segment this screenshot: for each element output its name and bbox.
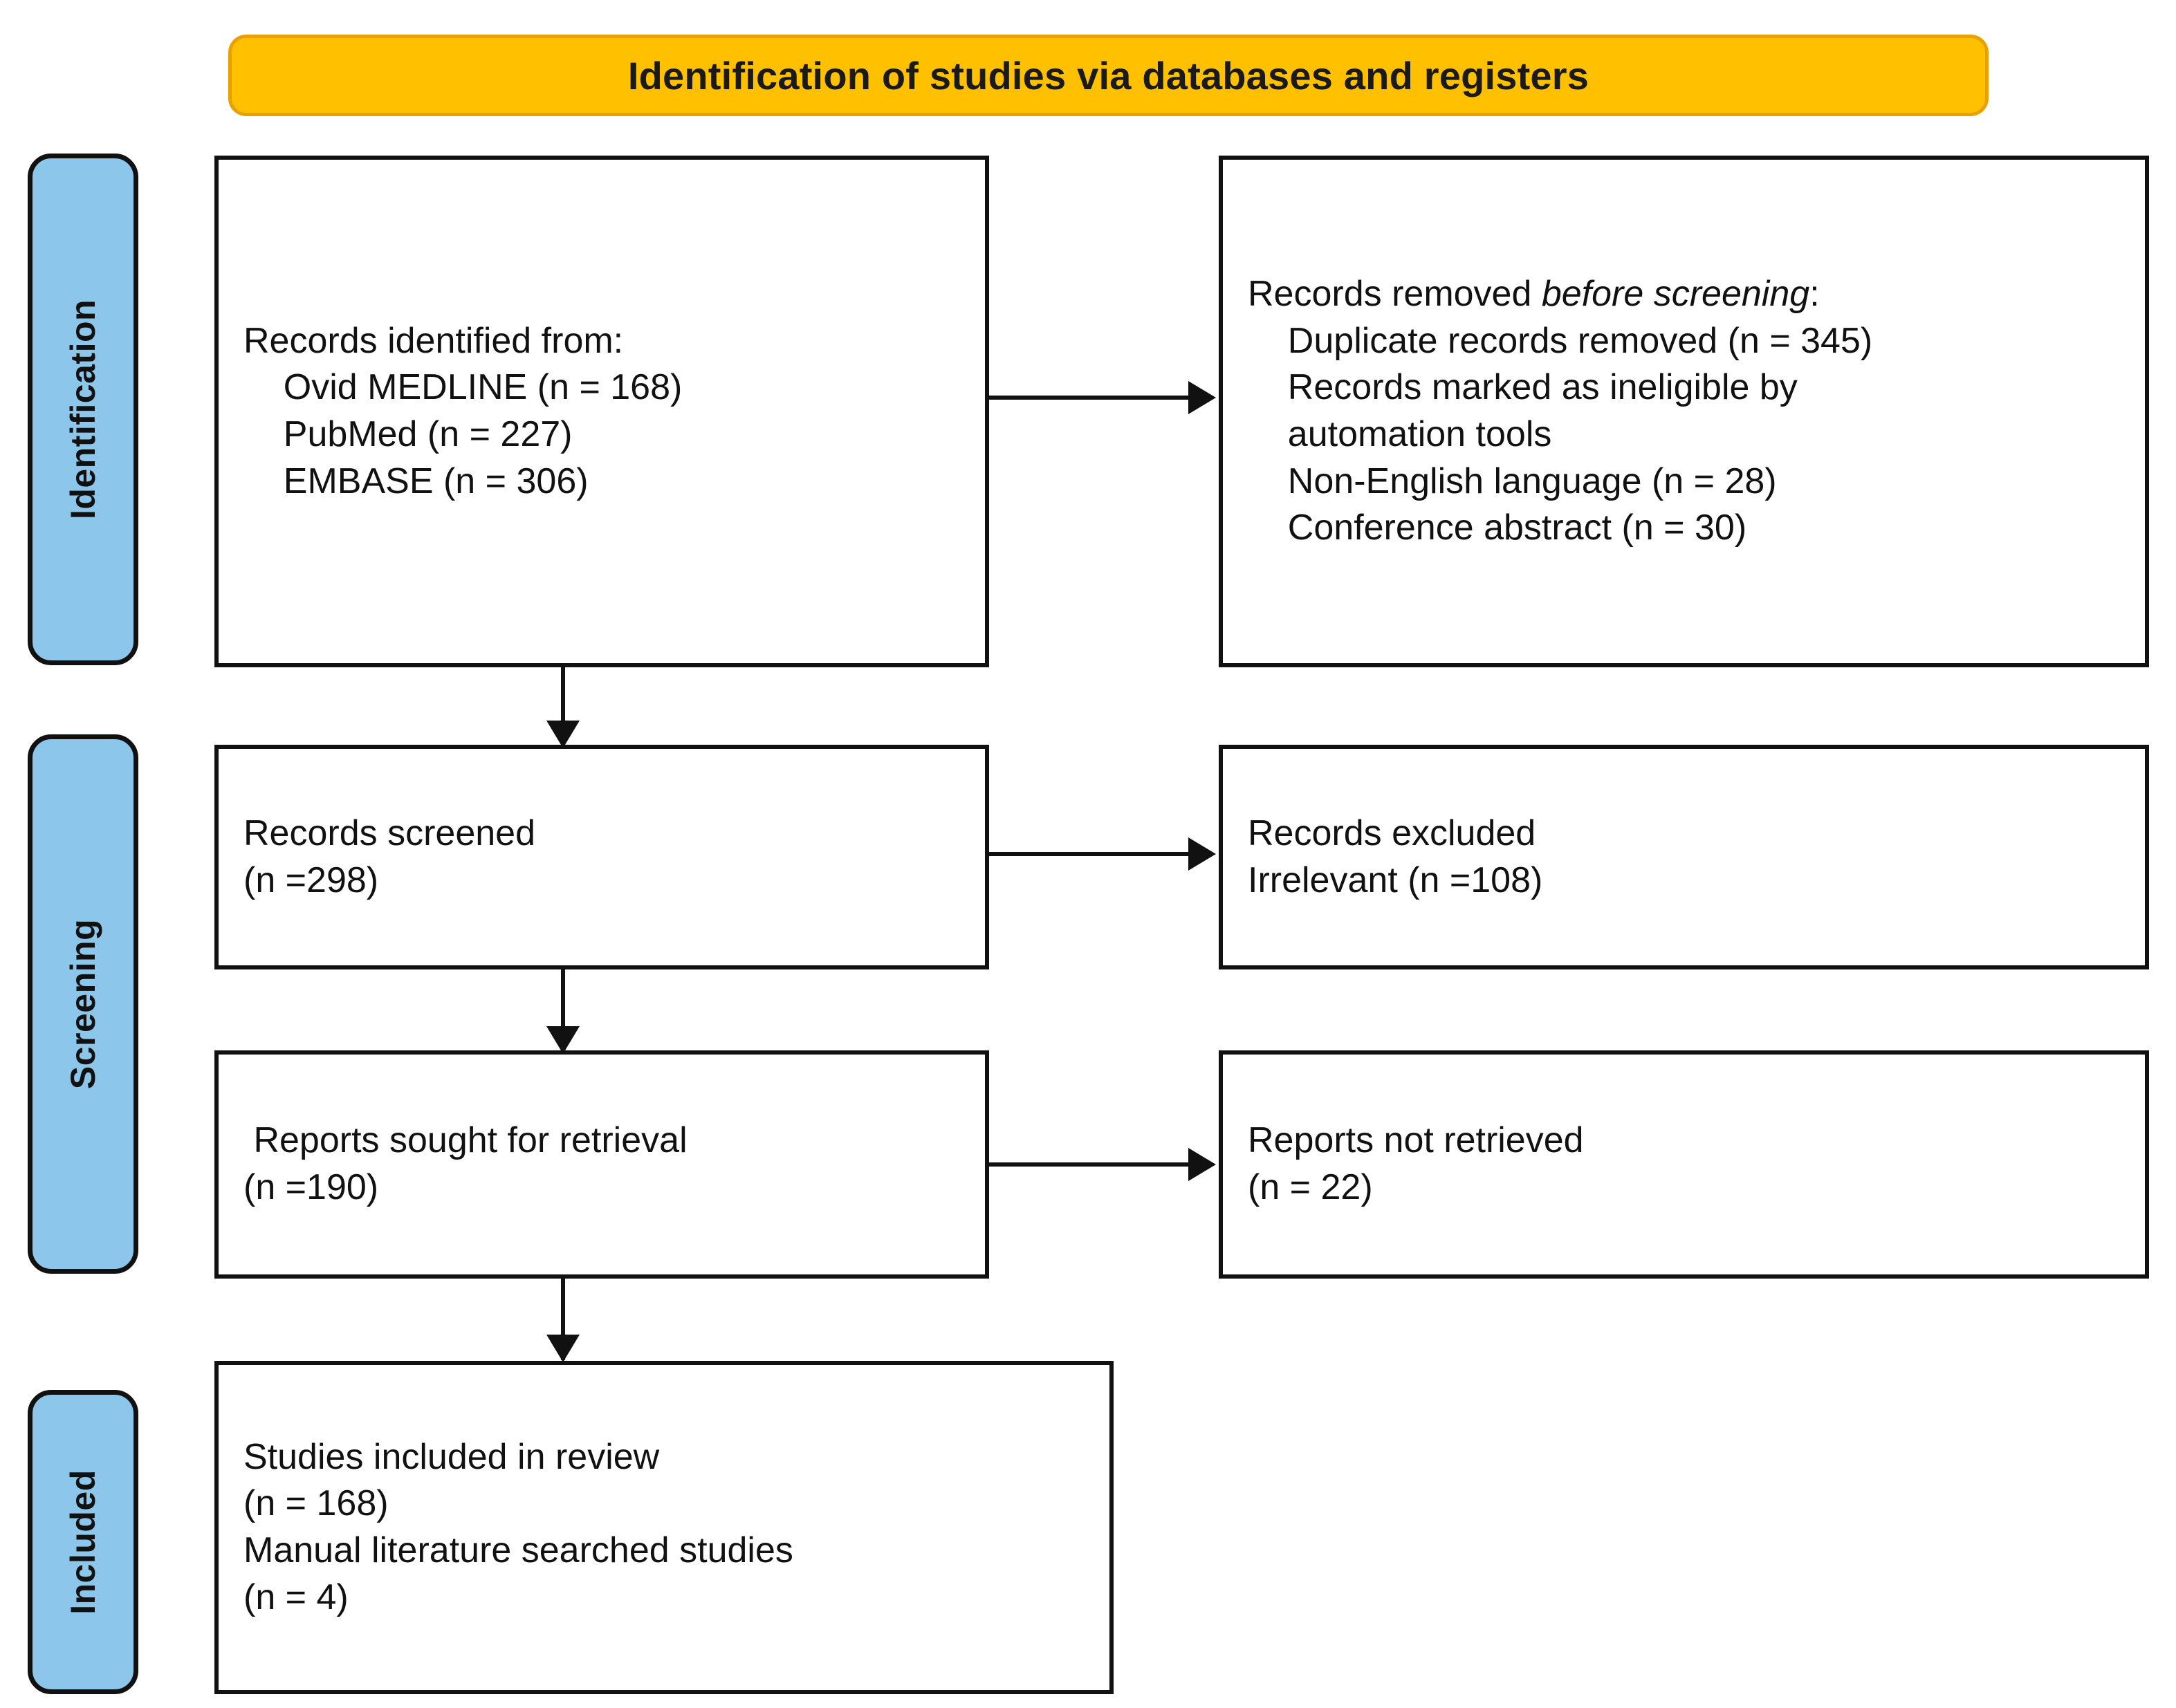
diagram-header-banner: Identification of studies via databases … <box>228 35 1989 116</box>
stage-tab-included: Included <box>28 1390 138 1694</box>
studies-included-text: Studies included in review (n = 168) Man… <box>243 1436 793 1617</box>
box-reports-not-retrieved: Reports not retrieved (n = 22) <box>1219 1050 2149 1279</box>
connector-identified-to-screened <box>561 666 565 749</box>
box-reports-sought: Reports sought for retrieval (n =190) <box>214 1050 989 1279</box>
page-title: Identification of studies via databases … <box>627 53 1589 98</box>
box-records-removed: Records removed before screening: Duplic… <box>1219 156 2149 667</box>
stage-label-screening: Screening <box>64 918 102 1090</box>
records-excluded-text: Records excluded Irrelevant (n =108) <box>1248 813 1543 900</box>
records-removed-heading-italic: before screening <box>1541 274 1810 315</box>
arrowhead-identified-to-screened <box>546 721 580 748</box>
connector-sought-to-included <box>561 1277 565 1360</box>
records-removed-items: Duplicate records removed (n = 345) Reco… <box>1287 320 1873 548</box>
reports-not-retrieved-text: Reports not retrieved (n = 22) <box>1248 1120 1584 1207</box>
stage-label-identification: Identification <box>64 299 103 520</box>
box-records-identified: Records identified from: Ovid MEDLINE (n… <box>214 156 989 667</box>
arrowhead-sought-to-included <box>546 1335 580 1362</box>
connector-sought-to-not-retrieved <box>989 1162 1197 1167</box>
arrowhead-screened-to-excluded <box>1188 837 1216 871</box>
connector-identified-to-removed <box>989 396 1197 400</box>
box-studies-included: Studies included in review (n = 168) Man… <box>214 1361 1114 1694</box>
arrowhead-sought-to-not-retrieved <box>1188 1148 1216 1181</box>
records-removed-heading: Records removed before screening: <box>1223 271 2145 318</box>
records-removed-heading-plain: Records removed <box>1248 274 1542 315</box>
arrowhead-screened-to-reports-sought <box>546 1026 580 1054</box>
connector-screened-to-excluded <box>989 852 1197 856</box>
stage-tab-identification: Identification <box>28 154 138 665</box>
connector-screened-to-reports-sought <box>561 968 565 1055</box>
stage-label-included: Included <box>64 1469 103 1615</box>
records-screened-text: Records screened (n =298) <box>243 813 535 900</box>
records-removed-heading-suffix: : <box>1809 274 1820 315</box>
arrowhead-identified-to-removed <box>1188 381 1216 414</box>
box-records-screened: Records screened (n =298) <box>214 745 989 969</box>
reports-sought-text: Reports sought for retrieval (n =190) <box>243 1120 688 1207</box>
stage-tab-screening: Screening <box>28 734 138 1274</box>
box-records-excluded: Records excluded Irrelevant (n =108) <box>1219 745 2149 969</box>
records-identified-text: Records identified from: Ovid MEDLINE (n… <box>243 320 683 501</box>
